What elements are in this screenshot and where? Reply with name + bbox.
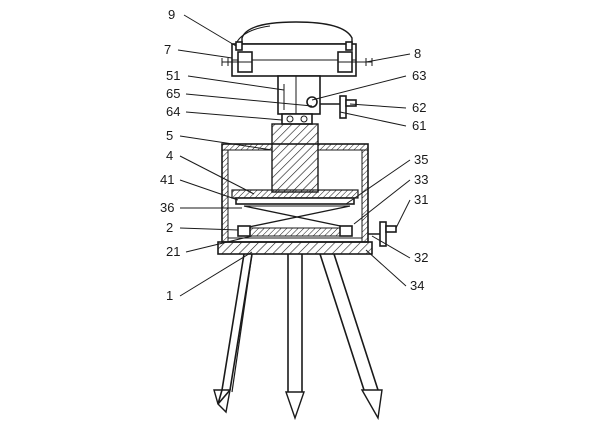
label-51: 51	[166, 68, 180, 83]
label-65: 65	[166, 86, 180, 101]
label-63: 63	[412, 68, 426, 83]
label-61: 61	[412, 118, 426, 133]
label-33: 33	[414, 172, 428, 187]
label-2: 2	[166, 220, 173, 235]
base-plate	[217, 241, 373, 255]
label-32: 32	[414, 250, 428, 265]
label-62: 62	[412, 100, 426, 115]
tripod-legs	[213, 253, 383, 421]
top-plate	[221, 41, 373, 77]
label-1: 1	[166, 288, 173, 303]
label-31: 31	[414, 192, 428, 207]
neck-housing	[277, 75, 357, 125]
label-64: 64	[166, 104, 180, 119]
label-21: 21	[166, 244, 180, 259]
part-labels: 9 7 8 51 63 65 62 64 61 5 4 35 41 33 36 …	[160, 7, 428, 303]
label-7: 7	[164, 42, 171, 57]
label-35: 35	[414, 152, 428, 167]
label-4: 4	[166, 148, 173, 163]
label-5: 5	[166, 128, 173, 143]
label-9: 9	[168, 7, 175, 22]
label-36: 36	[160, 200, 174, 215]
central-column	[271, 123, 319, 193]
label-8: 8	[414, 46, 421, 61]
top-cap	[235, 21, 353, 45]
label-34: 34	[410, 278, 424, 293]
label-41: 41	[160, 172, 174, 187]
leader-lines	[177, 14, 411, 297]
